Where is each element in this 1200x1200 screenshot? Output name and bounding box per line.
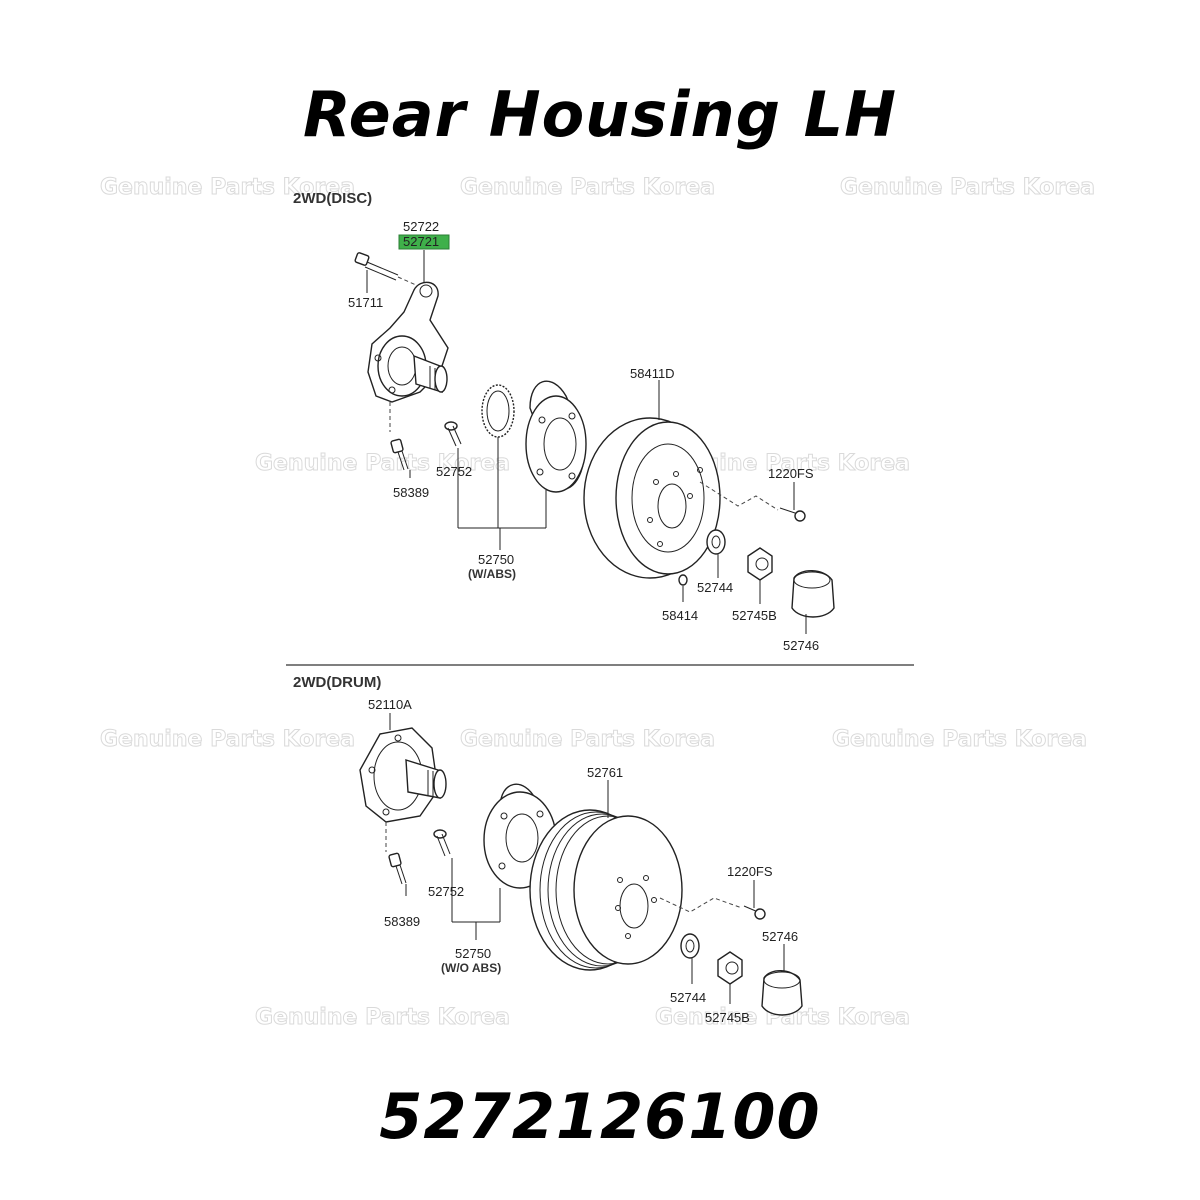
drum-section: 2WD(DRUM) 52110A 58389: [293, 674, 803, 1025]
hub-bolt-52752: [433, 829, 451, 857]
label-58389[interactable]: 58389: [384, 914, 420, 929]
section-heading-disc: 2WD(DISC): [293, 190, 372, 207]
note-wo-abs: (W/O ABS): [441, 961, 501, 975]
bolt-51711: [354, 252, 417, 286]
note-w-abs: (W/ABS): [468, 567, 516, 581]
spindle-flange: [359, 727, 447, 852]
bolt-58389: [388, 852, 407, 885]
label-58411D[interactable]: 58411D: [630, 366, 675, 381]
watermark-text: Genuine Parts Korea: [100, 727, 355, 752]
label-52744[interactable]: 52744: [670, 990, 706, 1005]
rear-housing: [367, 281, 449, 432]
watermarks: Genuine Parts Korea Genuine Parts Korea …: [100, 175, 1096, 1031]
screw-1220FS: [779, 507, 806, 522]
hub-nut-52745B: [717, 951, 743, 985]
hub-cap-52746: [791, 570, 835, 618]
label-52745B[interactable]: 52745B: [732, 608, 777, 623]
label-1220FS[interactable]: 1220FS: [727, 864, 773, 879]
page-title: Rear Housing LH: [303, 78, 897, 151]
watermark-text: Genuine Parts Korea: [255, 1005, 510, 1030]
o-ring-58414: [678, 574, 688, 586]
hub-nut-52745B: [747, 547, 773, 581]
label-52746[interactable]: 52746: [783, 638, 819, 653]
brake-disc: [583, 417, 721, 579]
dash-line: [699, 481, 779, 511]
washer-52744: [706, 529, 726, 555]
watermark-text: Genuine Parts Korea: [100, 175, 355, 200]
abs-tone-ring: [481, 384, 515, 438]
part-number: 5272126100: [379, 1080, 821, 1153]
hub-cap-52746: [761, 970, 803, 1016]
label-52110A[interactable]: 52110A: [368, 697, 412, 712]
label-52746[interactable]: 52746: [762, 929, 798, 944]
label-52752[interactable]: 52752: [428, 884, 464, 899]
watermark-text: Genuine Parts Korea: [840, 175, 1095, 200]
label-58389[interactable]: 58389: [393, 485, 429, 500]
disc-section: 2WD(DISC) 52722 52721 51711: [293, 190, 835, 653]
label-52744[interactable]: 52744: [697, 580, 733, 595]
label-52750[interactable]: 52750: [478, 552, 514, 567]
hub-bolt-52752: [444, 421, 462, 447]
wheel-hub: [525, 380, 587, 493]
section-heading-drum: 2WD(DRUM): [293, 674, 381, 691]
label-1220FS[interactable]: 1220FS: [768, 466, 814, 481]
label-52745B[interactable]: 52745B: [705, 1010, 750, 1025]
label-51711[interactable]: 51711: [348, 295, 383, 310]
watermark-text: Genuine Parts Korea: [460, 727, 715, 752]
label-52752[interactable]: 52752: [436, 464, 472, 479]
dash-line: [659, 897, 743, 913]
label-58414[interactable]: 58414: [662, 608, 698, 623]
highlight-box: [398, 234, 450, 250]
bolt-58389: [390, 438, 409, 471]
watermark-text: Genuine Parts Korea: [255, 451, 510, 476]
watermark-text: Genuine Parts Korea: [460, 175, 715, 200]
label-52721[interactable]: 52721: [403, 234, 439, 249]
label-52750[interactable]: 52750: [455, 946, 491, 961]
label-52761[interactable]: 52761: [587, 765, 623, 780]
label-52722[interactable]: 52722: [403, 219, 439, 234]
watermark-text: Genuine Parts Korea: [832, 727, 1087, 752]
screw-1220FS: [743, 905, 766, 920]
brake-drum: [529, 809, 683, 971]
washer-52744: [680, 933, 700, 959]
